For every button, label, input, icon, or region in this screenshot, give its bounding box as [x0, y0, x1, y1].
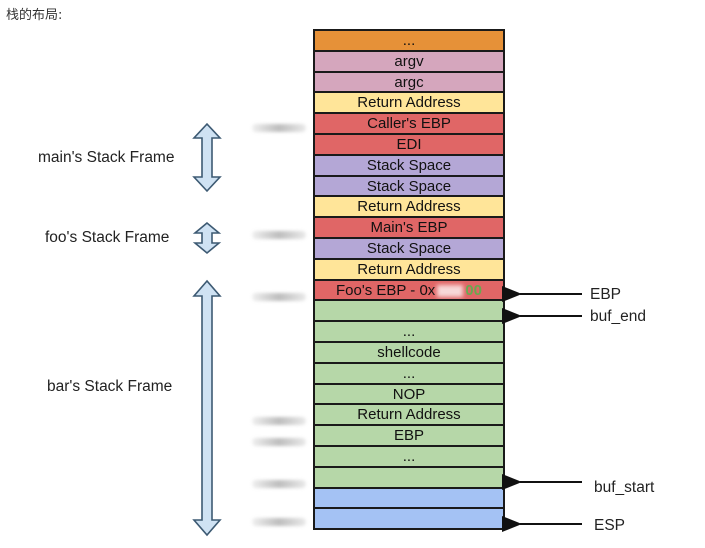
- stack-cell-label: Foo's EBP - 0x: [336, 281, 436, 299]
- stack-cell: argc: [315, 72, 503, 94]
- foo-stack-frame-label: foo's Stack Frame: [45, 229, 170, 246]
- stack-cell-label: EDI: [396, 135, 422, 153]
- stack-cell: Return Address: [315, 405, 503, 427]
- stack-cell: Main's EBP: [315, 218, 503, 239]
- stack-cell: Return Address: [315, 93, 503, 115]
- stack-cell-label: Return Address: [357, 260, 461, 278]
- page-title: 栈的布局:: [6, 8, 63, 23]
- stack-cell: Stack Space: [315, 238, 503, 260]
- bar-frame-double-arrow-icon: [192, 279, 222, 537]
- blurred-address: [252, 417, 306, 425]
- stack-cell: Foo's EBP - 0x 00: [315, 280, 503, 302]
- blurred-address: [252, 480, 306, 488]
- stack-cell-label: shellcode: [377, 343, 441, 361]
- stack-cell-label: Return Address: [357, 198, 461, 216]
- stack-cell: shellcode: [315, 342, 503, 364]
- stack-cell-label: ...: [402, 32, 416, 49]
- stack-cell: [315, 467, 503, 489]
- stack-cell-suffix: 00: [465, 281, 482, 299]
- stack-cell: [315, 509, 503, 531]
- stack-cell: NOP: [315, 384, 503, 406]
- stack-cell: ...: [315, 31, 503, 52]
- esp-pointer-label: ESP: [594, 517, 626, 534]
- main-frame-double-arrow-icon: [192, 122, 222, 193]
- main-stack-frame-label: main's Stack Frame: [38, 149, 175, 166]
- stack-cell: EDI: [315, 134, 503, 156]
- stack-cell-label: Return Address: [357, 94, 461, 112]
- blurred-address: [252, 438, 306, 446]
- stack-cell: Stack Space: [315, 176, 503, 198]
- stack-cell: ...: [315, 446, 503, 468]
- stack-cell-label: Stack Space: [366, 156, 452, 174]
- bar-stack-frame-label: bar's Stack Frame: [47, 378, 173, 395]
- stack-cell-label: argv: [394, 52, 424, 70]
- stack-cell-label: Main's EBP: [370, 219, 448, 237]
- stack-cell: ...: [315, 322, 503, 343]
- stack-cell-label: EBP: [393, 427, 424, 445]
- stack-cell: ...: [315, 363, 503, 385]
- stack-cell: Return Address: [315, 259, 503, 281]
- buf-start-pointer-label: buf_start: [594, 479, 655, 496]
- stack-cell: Caller's EBP: [315, 114, 503, 135]
- stack-cell-label: Caller's EBP: [367, 115, 451, 133]
- stack-cell-label: Stack Space: [366, 239, 452, 257]
- stack-cell-label: ...: [402, 364, 416, 382]
- stack-cell: [315, 301, 503, 323]
- stack-cell: [315, 488, 503, 510]
- foo-frame-double-arrow-icon: [192, 221, 222, 255]
- stack-cell-label: ...: [402, 447, 416, 465]
- stack-cell: Stack Space: [315, 155, 503, 177]
- stack-cell-label: NOP: [392, 385, 426, 403]
- blurred-address: [252, 293, 306, 301]
- ebp-pointer-label: EBP: [590, 286, 622, 303]
- stack-cell: argv: [315, 51, 503, 73]
- buf-end-pointer-label: buf_end: [590, 308, 647, 325]
- stack-cell-label: ...: [402, 323, 416, 341]
- blurred-address: [252, 124, 306, 132]
- stack-cell-label: argc: [394, 73, 424, 91]
- blurred-address: [252, 518, 306, 526]
- blurred-value: [437, 284, 464, 297]
- stack-cell: EBP: [315, 426, 503, 447]
- stack-cell-label: Stack Space: [366, 177, 452, 195]
- stack-cell: Return Address: [315, 197, 503, 219]
- stack-cell-label: Return Address: [357, 406, 461, 424]
- blurred-address: [252, 231, 306, 239]
